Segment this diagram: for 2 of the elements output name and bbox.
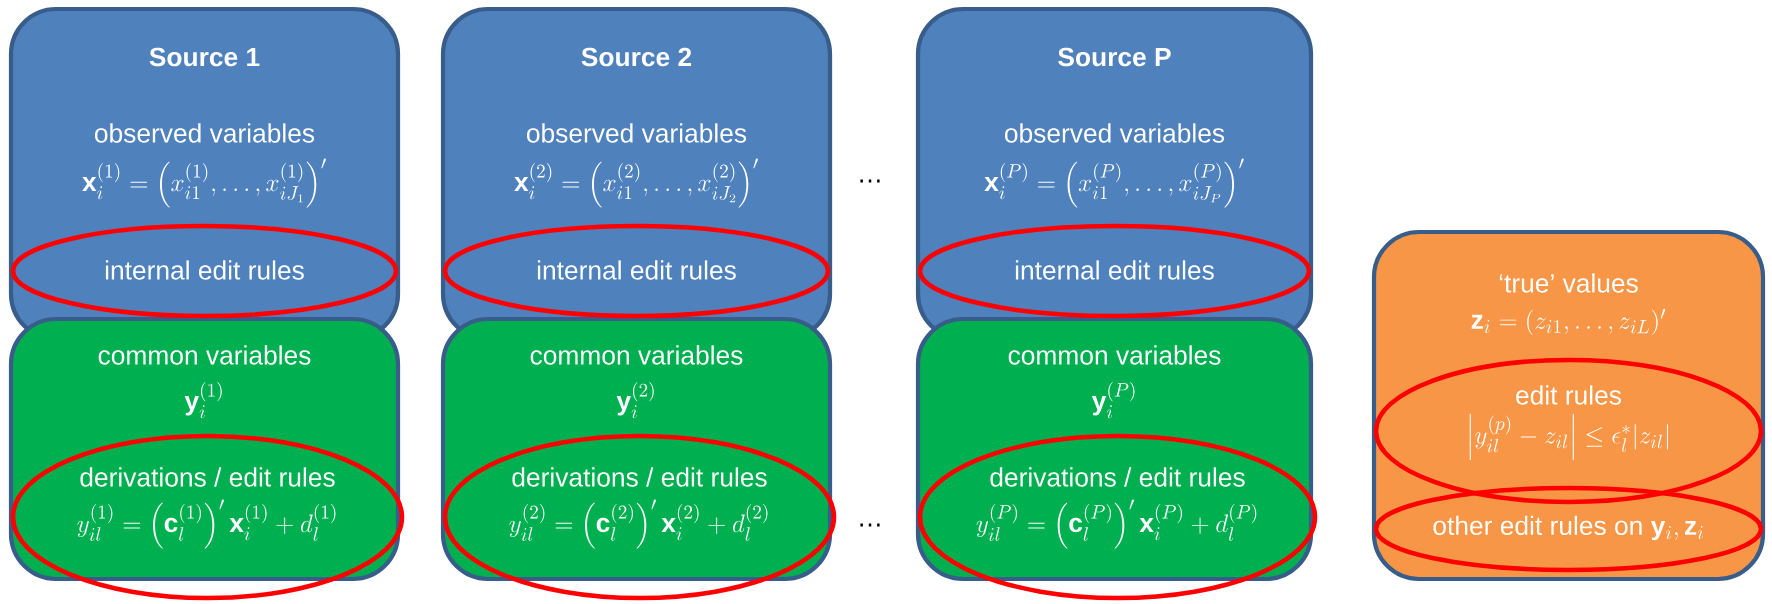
ellipsis: … — [860, 523, 880, 527]
ellipsis: … — [860, 179, 880, 183]
